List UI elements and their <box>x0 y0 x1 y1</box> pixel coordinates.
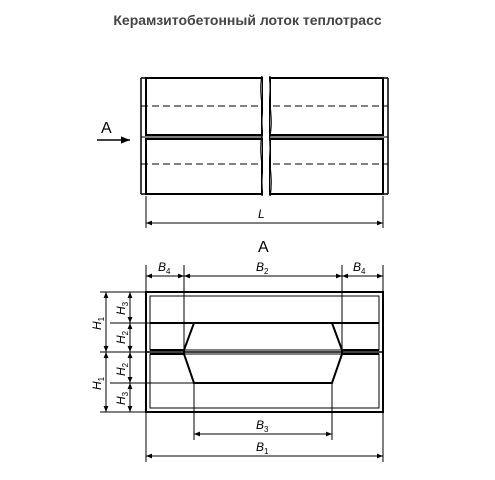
lower-tray-left <box>145 138 263 195</box>
dim-label-B2: B2 <box>256 260 269 276</box>
dim-label-B3: B3 <box>256 418 269 434</box>
section-inner-lower <box>149 353 380 409</box>
dim-label-H3-bot: H3 <box>114 391 130 405</box>
top-view <box>97 75 389 228</box>
dim-label-H1-top: H1 <box>90 316 106 330</box>
channel-outline <box>150 322 379 384</box>
section-label: A <box>258 239 269 256</box>
dim-label-L: L <box>258 207 265 221</box>
dim-label-H2-bot: H2 <box>114 362 130 376</box>
dim-label-H2-top: H2 <box>114 330 130 344</box>
dim-label-H1-bot: H1 <box>90 376 106 390</box>
view-arrow-label: A <box>101 120 112 137</box>
dim-label-B4-left: B4 <box>158 260 171 276</box>
dim-label-H3-top: H3 <box>114 301 130 315</box>
section-view <box>100 265 384 462</box>
dim-label-B1: B1 <box>256 440 269 456</box>
break-mark-right <box>268 75 272 197</box>
page-title: Керамзитобетонный лоток теплотрасс <box>113 12 382 28</box>
lower-tray-right <box>269 138 384 195</box>
dim-label-B4-right: B4 <box>353 260 366 276</box>
break-mark-left <box>260 75 264 197</box>
